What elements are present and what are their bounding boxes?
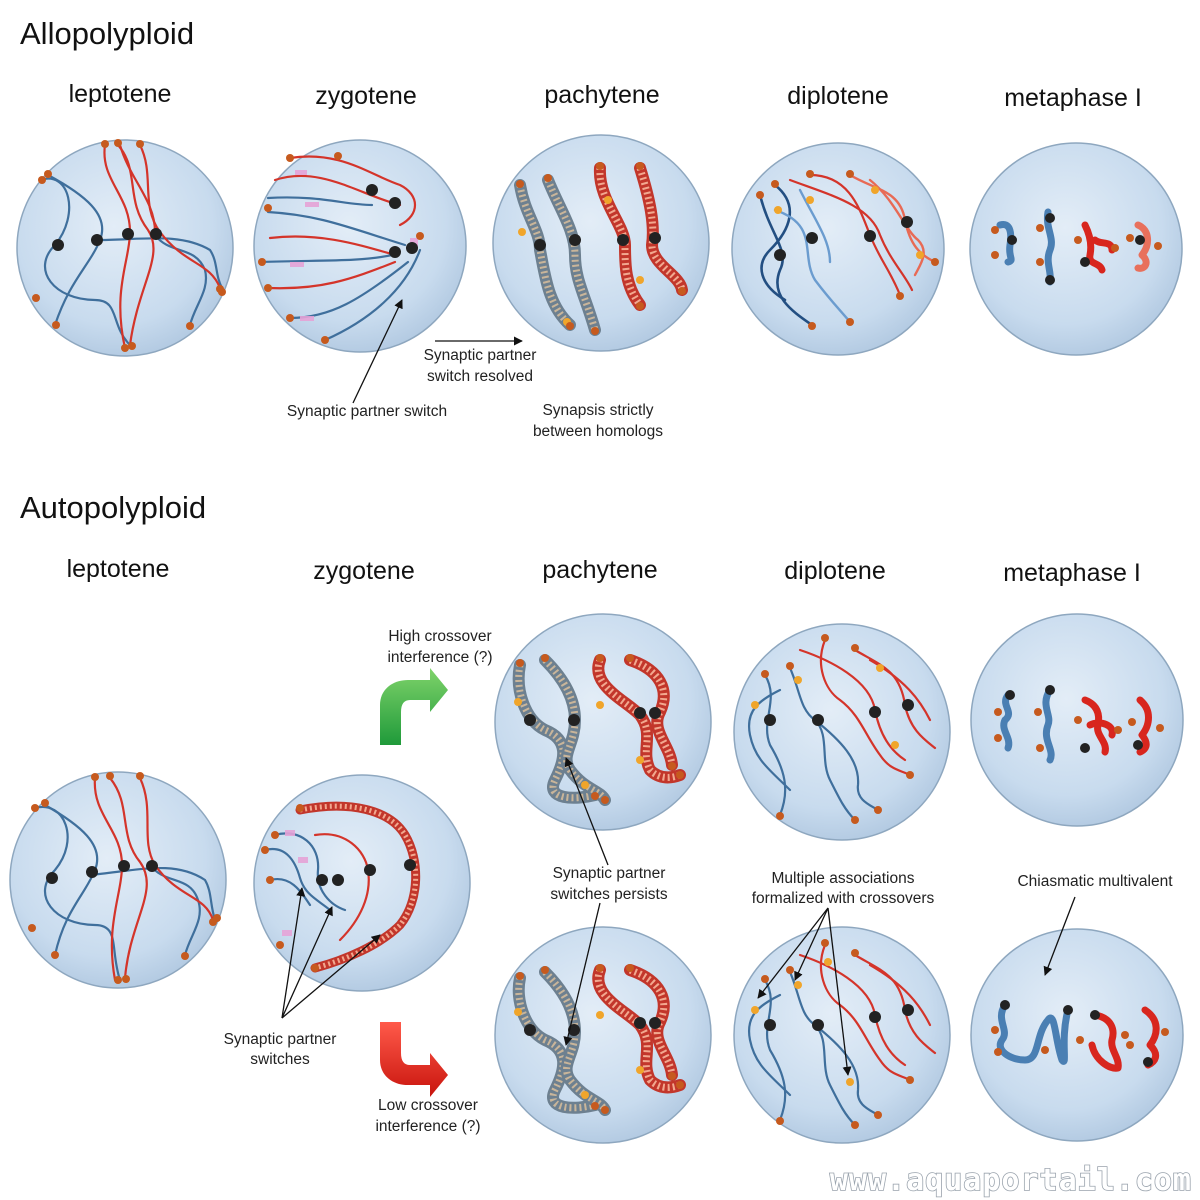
note-high-1: High crossover — [388, 628, 491, 645]
allo-stage-leptotene: leptotene — [69, 80, 172, 108]
autopolyploid-title: Autopolyploid — [20, 490, 206, 525]
note-partner-switch: Synaptic partner switch — [287, 403, 447, 420]
note-switch-resolved-1: Synaptic partner — [424, 347, 537, 364]
watermark-text: www.aquaportail.com — [830, 1163, 1192, 1198]
auto-stage-zygotene: zygotene — [313, 557, 414, 585]
allo-leptotene-cell — [16, 139, 234, 357]
allo-stage-metaphase: metaphase I — [1004, 84, 1142, 112]
note-low-2: interference (?) — [375, 1118, 480, 1135]
auto-pachytene-bottom-cell — [494, 926, 712, 1144]
note-low-1: Low crossover — [378, 1097, 478, 1114]
auto-stage-leptotene: leptotene — [67, 555, 170, 583]
allo-pachytene-cell — [492, 134, 710, 352]
allo-stage-diplotene: diplotene — [787, 82, 888, 110]
auto-stage-metaphase: metaphase I — [1003, 559, 1141, 587]
low-interference-arrow-icon — [380, 1022, 448, 1097]
note-chiasmatic: Chiasmatic multivalent — [1017, 873, 1173, 890]
note-multiple-2: formalized with crossovers — [752, 890, 935, 907]
allo-metaphase-cell — [969, 142, 1183, 356]
allo-stage-zygotene: zygotene — [315, 82, 416, 110]
auto-metaphase-top-cell — [970, 613, 1184, 827]
auto-diplotene-bottom-cell — [733, 926, 951, 1144]
allo-zygotene-cell — [253, 139, 467, 353]
auto-zygotene-cell — [253, 774, 471, 992]
auto-stage-diplotene: diplotene — [784, 557, 885, 585]
note-persists-2: switches persists — [550, 886, 667, 903]
allopolyploid-title: Allopolyploid — [20, 16, 194, 51]
note-persists-1: Synaptic partner — [553, 865, 666, 882]
high-interference-arrow-icon — [380, 668, 448, 745]
auto-diplotene-top-cell — [733, 623, 951, 841]
auto-stage-pachytene: pachytene — [542, 556, 657, 584]
note-switches-1: Synaptic partner — [224, 1031, 337, 1048]
note-strict-1: Synapsis strictly — [542, 402, 653, 419]
note-high-2: interference (?) — [387, 649, 492, 666]
allo-stage-pachytene: pachytene — [544, 81, 659, 109]
note-strict-2: between homologs — [533, 423, 663, 440]
auto-pachytene-top-cell — [494, 613, 712, 831]
auto-metaphase-bottom-cell — [970, 928, 1184, 1142]
note-multiple-1: Multiple associations — [771, 870, 914, 887]
allo-diplotene-cell — [731, 142, 945, 356]
auto-leptotene-cell — [9, 771, 227, 989]
note-switches-2: switches — [250, 1051, 310, 1068]
note-switch-resolved-2: switch resolved — [427, 368, 533, 385]
